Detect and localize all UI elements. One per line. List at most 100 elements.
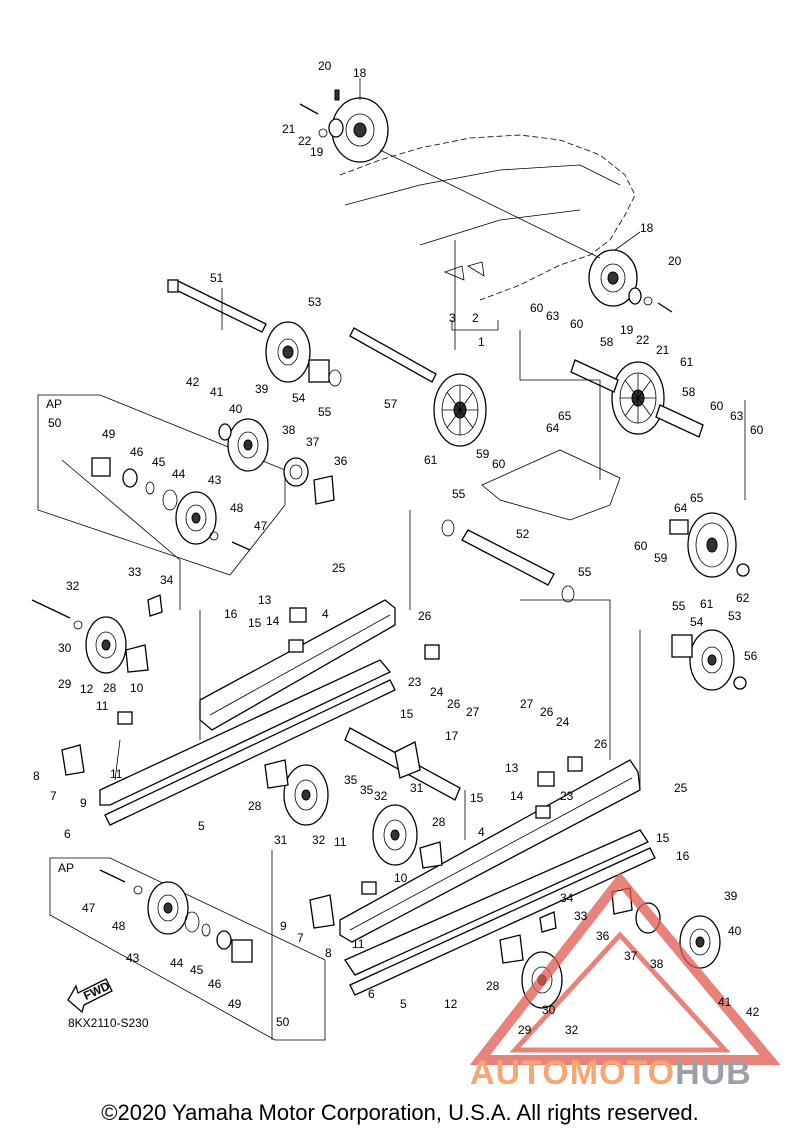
bolt-47-upper xyxy=(231,541,251,551)
callout-14-left: 14 xyxy=(266,614,280,628)
callout-43-lower: 43 xyxy=(126,951,140,965)
block-28-lower xyxy=(499,934,524,964)
wheel-43-upper xyxy=(175,491,217,545)
reference-code: 8KX2110-S230 xyxy=(68,1016,149,1030)
watermark-logo: AUTOMOTOHUB xyxy=(470,1054,752,1093)
block-49-upper xyxy=(91,457,111,477)
callout-41-upper: 41 xyxy=(210,385,224,399)
callout-15-c: 15 xyxy=(470,791,484,805)
callout-63-left: 63 xyxy=(546,309,560,323)
callout-40-upper: 40 xyxy=(229,402,243,416)
callout-25-right: 25 xyxy=(674,781,688,795)
callout-20-right: 20 xyxy=(668,254,682,268)
callout-25-left: 25 xyxy=(332,561,346,575)
shaft-57 xyxy=(349,327,437,383)
block-14-left xyxy=(288,639,304,653)
callout-52: 52 xyxy=(516,527,530,541)
callout-36-lower: 36 xyxy=(596,929,610,943)
bracket-34-right xyxy=(539,911,557,933)
callout-9-lower: 9 xyxy=(280,919,287,933)
wheel-53-lower xyxy=(689,629,735,691)
callout-47-upper: 47 xyxy=(254,519,268,533)
bearing-44-upper xyxy=(162,489,178,511)
washer-32-left xyxy=(73,620,83,630)
callout-4-lower: 4 xyxy=(478,825,485,839)
callout-22-right: 22 xyxy=(636,333,650,347)
callout-63-right: 63 xyxy=(730,409,744,423)
nut-56 xyxy=(733,676,747,690)
callout-61-upper: 61 xyxy=(680,355,694,369)
callout-60-e: 60 xyxy=(750,423,764,437)
collar-59 xyxy=(669,519,689,535)
clip-45-upper xyxy=(145,481,155,495)
block-10-left xyxy=(117,711,133,725)
callout-45-upper: 45 xyxy=(152,455,166,469)
callout-7-lower: 7 xyxy=(297,931,304,945)
callout-5-upper: 5 xyxy=(198,819,205,833)
callout-54-lower: 54 xyxy=(690,615,704,629)
callout-39-upper: 39 xyxy=(255,382,269,396)
ring-55-right xyxy=(561,585,575,603)
clip-45-lower xyxy=(201,923,211,937)
callout-60-a: 60 xyxy=(530,301,544,315)
bracket-3 xyxy=(443,265,465,281)
callout-60-f: 60 xyxy=(634,539,648,553)
copyright-text: ©2020 Yamaha Motor Corporation, U.S.A. A… xyxy=(101,1100,699,1125)
callout-39-lower: 39 xyxy=(724,889,738,903)
callout-32-c: 32 xyxy=(374,789,388,803)
callout-53-upper: 53 xyxy=(308,295,322,309)
callout-60-d: 60 xyxy=(710,399,724,413)
callout-20-top: 20 xyxy=(318,59,332,73)
callout-35-a: 35 xyxy=(344,773,358,787)
collar-58-right xyxy=(655,404,704,438)
wheel-39-upper xyxy=(218,418,269,472)
fwd-arrow-icon: FWD xyxy=(67,978,113,1014)
callout-28-c: 28 xyxy=(432,815,446,829)
shaft-51 xyxy=(167,279,267,333)
bolt-32-left xyxy=(31,599,71,619)
callout-37-upper: 37 xyxy=(306,435,320,449)
idler-wheel-top xyxy=(299,89,389,163)
callout-21-right: 21 xyxy=(656,343,670,357)
block-7-left xyxy=(61,744,85,776)
block-36-upper xyxy=(313,475,335,505)
block-13-left xyxy=(289,607,307,623)
wheel-53-upper xyxy=(265,321,311,383)
callout-49-upper: 49 xyxy=(102,427,116,441)
callout-26-d: 26 xyxy=(594,737,608,751)
leader-lines xyxy=(61,78,746,1040)
callout-56: 56 xyxy=(744,649,758,663)
callout-37-lower: 37 xyxy=(624,949,638,963)
callout-41-lower: 41 xyxy=(718,995,732,1009)
callout-55-a: 55 xyxy=(318,405,332,419)
bracket-1-brace xyxy=(451,320,499,331)
callout-18-right: 18 xyxy=(640,221,654,235)
bushing-46-lower xyxy=(216,930,232,950)
block-13-right xyxy=(537,771,555,787)
callout-53-lower: 53 xyxy=(728,609,742,623)
callout-26-a: 26 xyxy=(418,609,432,623)
bearing-44-lower xyxy=(184,911,200,933)
watermark-part2: HUB xyxy=(675,1054,752,1092)
callout-58-right: 58 xyxy=(682,385,696,399)
callout-32-d: 32 xyxy=(565,1023,579,1037)
callout-10-lower: 10 xyxy=(394,871,408,885)
block-28-mid xyxy=(264,759,289,789)
ring-55-mid xyxy=(441,519,455,537)
swing-arm xyxy=(481,449,621,521)
callout-55-b: 55 xyxy=(452,487,466,501)
wheel-61-lower xyxy=(687,512,737,578)
callout-6-upper: 6 xyxy=(64,827,71,841)
callout-44-lower: 44 xyxy=(170,956,184,970)
callout-44-upper: 44 xyxy=(172,467,186,481)
callout-61-center: 61 xyxy=(424,453,438,467)
wheel-61-right xyxy=(611,361,665,435)
washer-48-upper xyxy=(209,531,219,541)
watermark-part1: AUTOMOTO xyxy=(470,1054,676,1092)
collar-54-lower xyxy=(671,634,693,658)
callout-49-lower: 49 xyxy=(228,997,242,1011)
block-49-lower xyxy=(231,939,253,963)
washer-48-lower xyxy=(133,885,143,895)
callout-31-left: 31 xyxy=(274,833,288,847)
callout-55-c: 55 xyxy=(578,565,592,579)
